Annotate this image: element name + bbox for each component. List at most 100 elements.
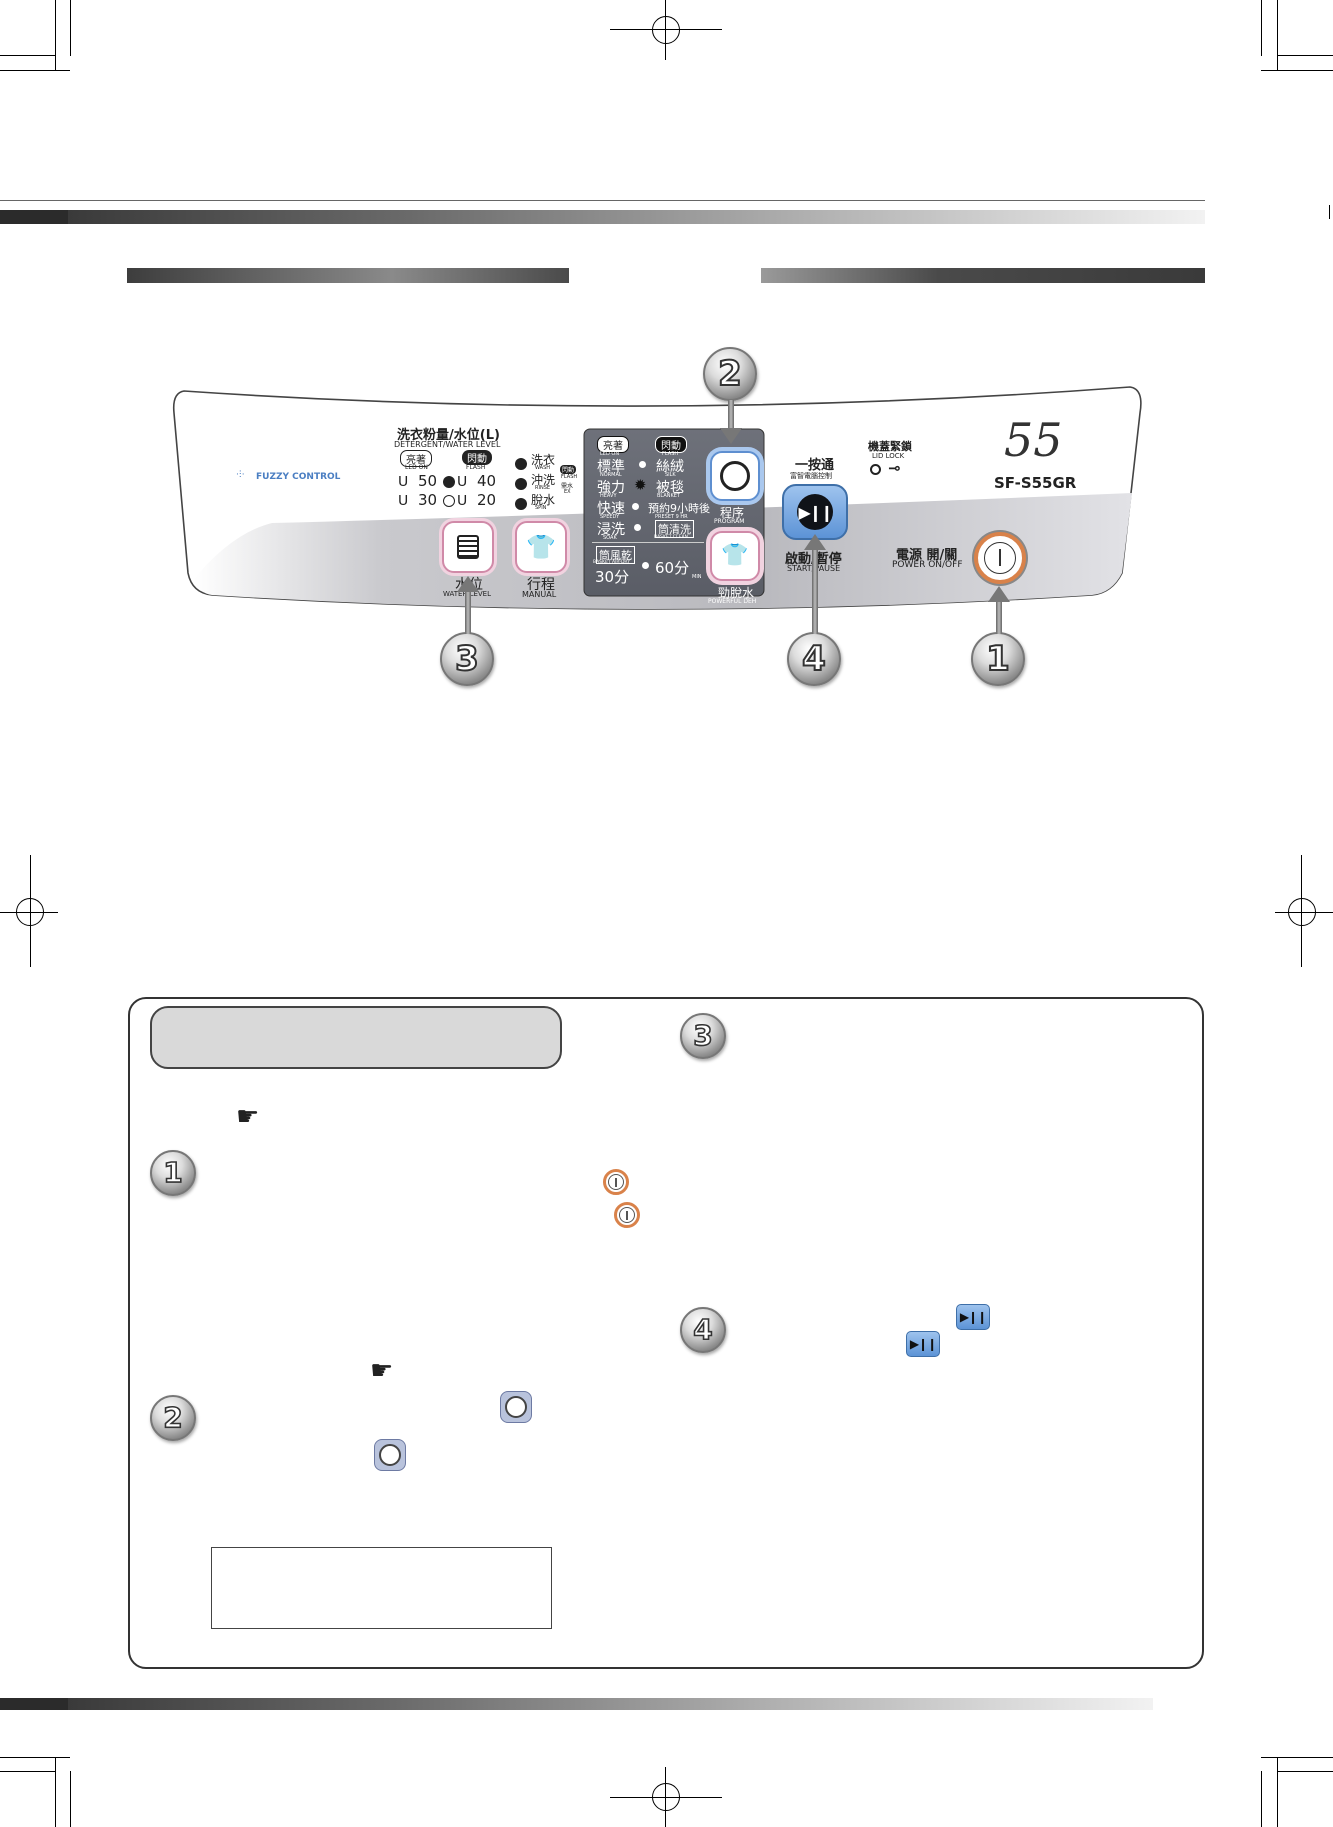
spin-led — [515, 498, 527, 510]
program-button-icon — [500, 1391, 532, 1423]
rinse-led — [515, 478, 527, 490]
wash-label-en: WASH — [535, 465, 551, 471]
heavy-label-en: HEAVY — [600, 493, 617, 499]
header-bar — [68, 210, 1205, 224]
power-label-en: POWER ON/OFF — [892, 560, 963, 570]
led-filled-indicator — [443, 476, 455, 488]
callout-1: 1 — [971, 632, 1025, 686]
program-label: 程序 — [720, 506, 745, 520]
callout-arrowhead — [988, 586, 1010, 602]
power-button[interactable] — [974, 532, 1026, 584]
crop-mark — [1261, 70, 1333, 72]
crop-mark — [70, 1771, 72, 1827]
wash-led — [515, 458, 527, 470]
start-pause-button[interactable]: ▶❙❙ — [782, 484, 848, 540]
detergent-subtitle: DETERGENT/WATER LEVEL — [394, 440, 501, 449]
power-label: 電源 開/關 — [896, 548, 958, 563]
crop-mark — [1261, 0, 1263, 56]
crop-mark — [1277, 1757, 1279, 1827]
play-pause-icon: ▶❙❙ — [797, 494, 834, 530]
led-on-badge: 亮著 — [400, 450, 432, 467]
led-on-label: LED ON — [405, 464, 428, 471]
blanket-label: 被毯 — [656, 480, 684, 496]
soak-label: 浸洗 — [597, 522, 625, 538]
crop-mark — [1329, 205, 1331, 219]
display-divider — [592, 542, 704, 543]
rinse-label: 沖洗 — [531, 473, 556, 487]
program-button-icon — [374, 1439, 406, 1471]
prog-flash-badge: 閃動 — [655, 436, 687, 453]
prog-led-on-badge: 亮著 — [597, 436, 629, 453]
start-pause-button-icon: ▶❙❙ — [906, 1331, 940, 1357]
speedy-label: 快速 — [597, 501, 625, 517]
footer-bar-dark — [0, 1698, 68, 1710]
crop-mark — [1261, 1757, 1333, 1759]
footer-bar — [68, 1698, 1153, 1710]
header-rule — [0, 200, 1205, 202]
manual-button[interactable]: 👕 — [515, 521, 567, 573]
registration-mark — [1288, 898, 1316, 926]
silk-label-en: SILK — [665, 472, 676, 478]
power-button-icon — [603, 1169, 629, 1195]
crop-mark — [0, 1771, 56, 1773]
water-level-20: 20 — [477, 491, 497, 509]
crop-mark — [1277, 0, 1279, 70]
fuzzy-logo-icon: ·ⵗ· — [236, 470, 245, 480]
header-bar-dark — [0, 210, 68, 224]
section-bar-right — [761, 268, 1205, 283]
model-name: SF-S55GR — [994, 474, 1077, 492]
tub-icon: ꓴ — [457, 474, 468, 490]
flash-ex-label: FLASH — [561, 474, 578, 480]
start-pause-button-icon: ▶❙❙ — [956, 1304, 990, 1330]
shirt-spin-icon: 👕 — [721, 543, 749, 568]
note-box — [211, 1547, 552, 1629]
heavy-label: 強力 — [597, 480, 625, 496]
powerful-deh-button[interactable]: 👕 — [710, 531, 760, 581]
key-icon: ⊸ — [888, 459, 901, 477]
soak-label-en: SOAK — [603, 535, 617, 541]
callout-3: 3 — [440, 632, 494, 686]
flash-badge: 閃動 — [462, 450, 492, 465]
time-60-label: 60分 — [655, 559, 690, 577]
wash-label: 洗衣 — [531, 453, 556, 467]
detergent-title: 洗衣粉量/水位(L) — [397, 428, 500, 443]
air-dry-label-en: BASKET AIR-DRY — [593, 560, 631, 565]
water-level-button[interactable] — [442, 521, 494, 573]
normal-label-en: NORMAL — [600, 472, 622, 478]
tub-icon: ꓴ — [398, 474, 409, 490]
crop-mark — [1277, 55, 1333, 57]
basket-clean-label-en: BASKET CLEAN — [654, 535, 688, 540]
step-3-badge: 3 — [680, 1013, 726, 1059]
callout-4: 4 — [787, 632, 841, 686]
spin-label: 脫水 — [531, 493, 556, 507]
registration-mark — [652, 1783, 680, 1811]
step-2-badge: 2 — [150, 1395, 196, 1441]
program-label-en: PROGRAM — [714, 518, 745, 525]
registration-mark — [16, 898, 44, 926]
time-30-label: 30分 — [595, 568, 630, 586]
pointing-hand-icon: ☛ — [370, 1356, 394, 1386]
flash-ex-badge: 閃動 — [560, 465, 577, 474]
deh-label-en: POWERFUL DEH — [708, 598, 757, 605]
deh-label: 勁脫水 — [718, 586, 755, 600]
crop-mark — [1261, 1771, 1263, 1827]
flash-ex-label-en: EX — [564, 489, 571, 495]
onetouch-label: 一按通 — [795, 458, 835, 473]
program-button[interactable] — [710, 451, 760, 501]
callout-arrowhead — [720, 428, 742, 444]
water-level-40: 40 — [477, 472, 497, 490]
flash-ex-label-cn: 需水 — [561, 483, 574, 490]
tub-icon: ꓴ — [457, 493, 468, 509]
water-level-30: 30 — [418, 491, 438, 509]
callout-2: 2 — [703, 347, 757, 401]
brand-label: FUZZY CONTROL — [256, 472, 341, 482]
step-4-badge: 4 — [680, 1307, 726, 1353]
crop-mark — [1277, 1771, 1333, 1773]
callout-arrow — [996, 600, 1002, 634]
control-panel — [172, 386, 1142, 610]
program-led — [634, 524, 641, 531]
pointing-hand-icon: ☛ — [236, 1102, 260, 1132]
rinse-label-en: RINSE — [535, 485, 551, 491]
program-led — [642, 562, 649, 569]
flash-label: FLASH — [466, 464, 486, 471]
